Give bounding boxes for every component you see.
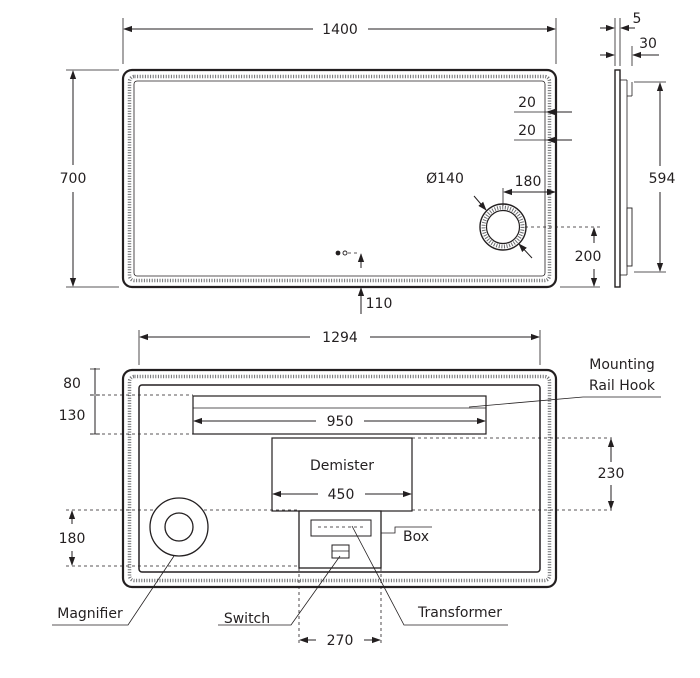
side-mirror-profile — [614, 69, 621, 288]
box-width-label: 270 — [327, 633, 354, 649]
rear-magnifier-height-label: 180 — [59, 531, 86, 547]
mounting-label-line1: Mounting — [589, 357, 655, 373]
side-view: 5 30 594 — [600, 11, 676, 288]
rear-led-strip — [127, 374, 552, 583]
magnifier-diameter-label: Ø140 — [426, 171, 464, 187]
side-thickness-label-1: 5 — [633, 11, 642, 27]
height-dimension-label: 700 — [60, 171, 87, 187]
magnifier-bottom-offset-label: 200 — [575, 249, 602, 265]
front-view: 1400 700 20 20 Ø140 180 200 — [60, 18, 602, 314]
front-led-strip — [127, 74, 552, 283]
top-offset-label-2: 20 — [518, 123, 536, 139]
mounting-label-line2: Rail Hook — [589, 378, 656, 394]
demister-label: Demister — [310, 458, 374, 474]
sensor-ring — [342, 250, 348, 256]
front-magnifier-speckle — [481, 205, 525, 249]
demister-pad — [271, 437, 413, 512]
transformer-unit — [310, 519, 372, 537]
front-mirror-frame — [121, 68, 558, 289]
front-mirror-glass — [133, 80, 546, 277]
side-transformer-box — [626, 207, 633, 267]
rear-magnifier-inner — [164, 512, 194, 542]
sensor-dot — [335, 250, 341, 256]
transformer-callout-label: Transformer — [417, 605, 502, 621]
rear-back-panel — [138, 384, 541, 573]
switch-unit — [331, 544, 350, 559]
box-callout-label: Box — [403, 529, 429, 545]
width-dimension-label: 1400 — [322, 22, 358, 38]
switch-callout-label: Switch — [224, 611, 270, 627]
front-magnifier-inner — [485, 209, 521, 245]
demister-width-label: 450 — [328, 487, 355, 503]
magnifier-right-offset-label: 180 — [515, 174, 542, 190]
rear-top-offset-label: 80 — [63, 376, 81, 392]
magnifier-callout-label: Magnifier — [57, 606, 123, 622]
side-rail-height-label: 594 — [649, 171, 676, 187]
rail-span-label: 1294 — [322, 330, 358, 346]
side-thickness-label-2: 30 — [639, 36, 657, 52]
demister-height-label: 230 — [598, 466, 625, 482]
top-offset-label-1: 20 — [518, 95, 536, 111]
sensor-offset-label: 110 — [366, 296, 393, 312]
rear-view: 1294 950 80 130 Mounting Rail Hook Demis… — [52, 330, 661, 649]
mounting-rail — [192, 395, 487, 435]
rail-length-label: 950 — [327, 414, 354, 430]
rail-offset-label: 130 — [59, 408, 86, 424]
